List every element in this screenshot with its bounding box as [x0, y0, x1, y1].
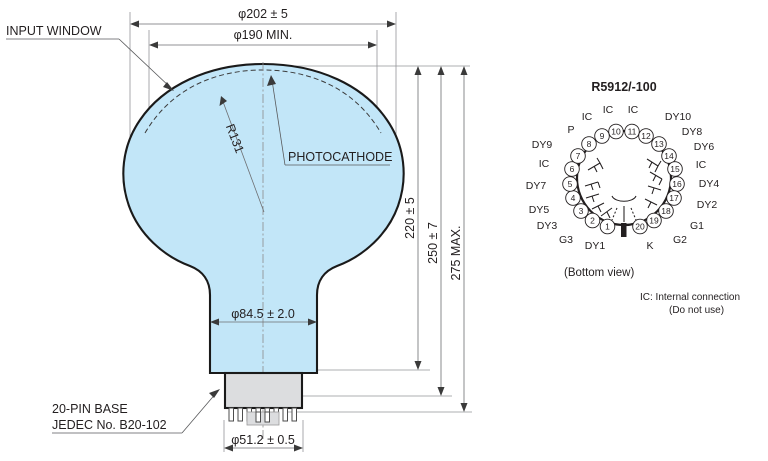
- socket-pin[interactable]: 10 IC: [603, 104, 624, 140]
- photocathode-label: PHOTOCATHODE: [288, 150, 392, 164]
- socket-pin-label: G1: [690, 220, 704, 232]
- socket-pin[interactable]: 1 DY1: [585, 218, 616, 252]
- dimension-height-photocathode: 220 ± 5: [403, 66, 422, 370]
- socket-pin-label: IC: [696, 159, 707, 171]
- socket-pin-number: 7: [576, 151, 581, 161]
- socket-pin[interactable]: 19 G2: [646, 212, 687, 246]
- socket-pin-number: 15: [670, 164, 680, 174]
- socket-pin[interactable]: 17 DY2: [666, 190, 718, 211]
- dimension-neck-diameter-label: φ84.5 ± 2.0: [231, 307, 295, 321]
- input-window-label: INPUT WINDOW: [6, 24, 102, 38]
- socket-pin-label: DY4: [699, 178, 720, 190]
- dimension-outer-diameter: φ202 ± 5: [130, 7, 396, 28]
- dimension-height-photocathode-label: 220 ± 5: [403, 197, 417, 239]
- base-label-line2: JEDEC No. B20-102: [52, 418, 167, 432]
- socket-pin-number: 8: [587, 139, 592, 149]
- socket-pin-number: 2: [590, 216, 595, 226]
- socket-pin-number: 12: [641, 131, 651, 141]
- dimension-window-min: φ190 MIN.: [149, 28, 377, 49]
- dimension-neck-diameter: φ84.5 ± 2.0: [210, 307, 317, 326]
- socket-pin[interactable]: 15 IC: [667, 159, 707, 177]
- bulb-glass-fill: [123, 64, 404, 373]
- socket-pin-number: 18: [661, 206, 671, 216]
- socket-pin-label: DY7: [526, 180, 547, 192]
- socket-pin-label: DY10: [665, 111, 691, 123]
- dimension-height-max-label: 275 MAX.: [449, 226, 463, 281]
- socket-pin-number: 16: [672, 179, 682, 189]
- dimension-window-min-label: φ190 MIN.: [234, 28, 293, 42]
- socket-pin-number: 20: [635, 222, 645, 232]
- base-callout: 20-PIN BASE JEDEC No. B20-102: [52, 389, 220, 434]
- socket-pin[interactable]: 18 G1: [658, 203, 704, 232]
- socket-pin-label: DY1: [585, 240, 606, 252]
- socket-pin[interactable]: 2 G3: [559, 212, 601, 246]
- socket-pin-label: DY6: [694, 141, 715, 153]
- socket-pin[interactable]: 5 DY7: [526, 176, 578, 192]
- dimension-base-diameter-label: φ51.2 ± 0.5: [231, 433, 295, 447]
- socket-internal-electrodes: [584, 157, 663, 222]
- socket-pin-number: 17: [669, 193, 679, 203]
- pinout-title: R5912/-100: [591, 80, 656, 94]
- socket-pin[interactable]: 14 DY6: [661, 141, 715, 164]
- socket-pin-number: 11: [628, 127, 637, 137]
- photocathode-callout: PHOTOCATHODE: [267, 75, 392, 166]
- socket-pin-number: 1: [605, 222, 610, 232]
- socket-pin-label: DY8: [682, 126, 703, 138]
- dimension-height-max: 275 MAX.: [449, 66, 468, 412]
- dimension-base-diameter: φ51.2 ± 0.5: [224, 433, 303, 452]
- socket-pin-number: 14: [664, 151, 674, 161]
- socket-pin[interactable]: 16 DY4: [669, 176, 720, 192]
- socket-pin-number: 10: [611, 127, 621, 137]
- socket-pin-label: K: [646, 240, 653, 252]
- socket-pin-label: DY2: [697, 199, 718, 211]
- socket-pin-label: IC: [539, 158, 550, 170]
- socket-pin-label: P: [567, 124, 574, 136]
- socket-pin[interactable]: 9 IC: [582, 111, 610, 144]
- pin-base-body: [223, 371, 304, 410]
- socket-pin-number: 4: [571, 193, 576, 203]
- socket-pin-label: G3: [559, 234, 573, 246]
- socket-pin-label: IC: [603, 104, 614, 116]
- ic-note-line1: IC: Internal connection: [640, 292, 740, 303]
- socket-pin[interactable]: 12 DY10: [638, 111, 692, 144]
- socket-pin-label: G2: [673, 234, 687, 246]
- socket-pin[interactable]: 4 DY5: [529, 190, 581, 216]
- socket-pin[interactable]: 7 DY9: [532, 139, 586, 164]
- socket-pin-number: 3: [579, 206, 584, 216]
- dimension-height-overall-label: 250 ± 7: [426, 222, 440, 264]
- input-window-callout: INPUT WINDOW: [6, 24, 174, 91]
- socket-pin-number: 19: [649, 216, 659, 226]
- socket-pin-label: DY3: [537, 220, 558, 232]
- dimension-outer-diameter-label: φ202 ± 5: [238, 7, 288, 21]
- socket-pin[interactable]: 13 DY8: [651, 126, 703, 152]
- base-pins: [228, 407, 297, 426]
- socket-pin-number: 13: [654, 139, 664, 149]
- socket-pin[interactable]: 20 K: [632, 218, 654, 252]
- bottom-view-caption: (Bottom view): [564, 267, 634, 279]
- socket-pin-label: DY5: [529, 204, 550, 216]
- ic-note-line2: (Do not use): [669, 305, 724, 316]
- socket-pin-label: IC: [582, 111, 593, 123]
- socket-pins: 1 DY1 2 G3 3 DY3 4 DY5 5 DY7 6 IC: [526, 104, 720, 252]
- socket-pin-number: 9: [600, 131, 605, 141]
- socket-pin-number: 6: [570, 164, 575, 174]
- socket-pin-label: DY9: [532, 139, 553, 151]
- socket-pin[interactable]: 6 IC: [539, 158, 580, 177]
- dimension-height-overall: 250 ± 7: [426, 66, 445, 396]
- base-label-line1: 20-PIN BASE: [52, 402, 128, 416]
- socket-pin[interactable]: 3 DY3: [537, 203, 589, 232]
- socket-pin[interactable]: 11 IC: [624, 104, 640, 140]
- socket-pin[interactable]: 8 P: [567, 124, 597, 152]
- socket-pin-label: IC: [628, 104, 639, 116]
- socket-key-notch: [621, 223, 627, 237]
- socket-pin-number: 5: [568, 179, 573, 189]
- socket-inner-arc: [611, 195, 637, 202]
